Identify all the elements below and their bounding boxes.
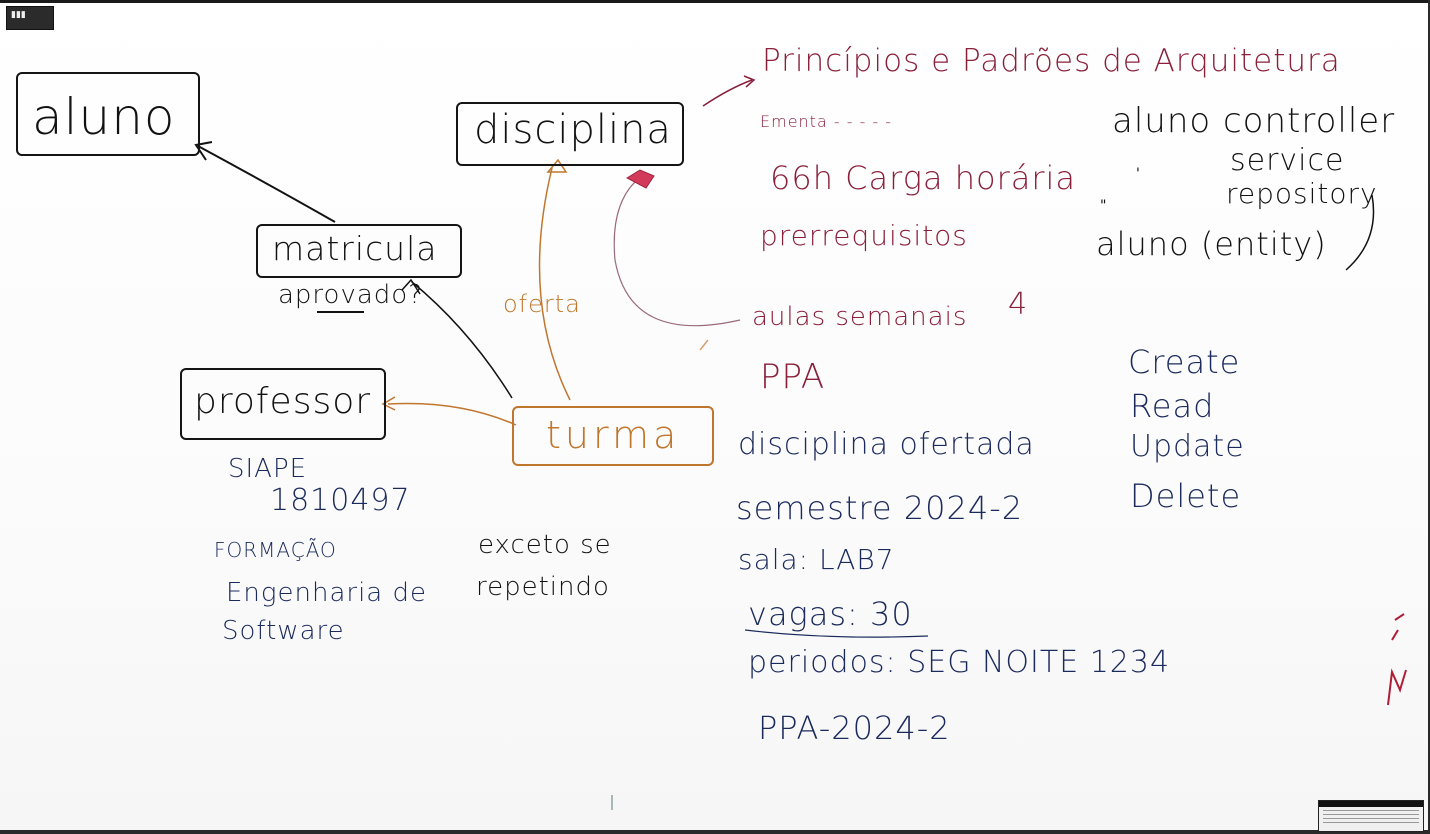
whiteboard-right-edge	[1428, 0, 1430, 834]
arrowhead-professor	[381, 396, 396, 411]
sala: sala: LAB7	[738, 543, 895, 576]
siape-label: SIAPE	[228, 454, 308, 484]
arrow-matricula-to-aluno	[197, 145, 336, 223]
crud-delete: Delete	[1130, 477, 1242, 515]
architecture-bracket	[1345, 194, 1375, 271]
corner-instruction-sticker	[1318, 800, 1424, 832]
arrow-turma-to-disciplina	[538, 167, 571, 401]
siape-number: 1810497	[270, 483, 411, 518]
crud-create: Create	[1128, 343, 1241, 381]
link-aulas-to-disciplina	[613, 179, 741, 327]
exceto-line1: exceto se	[478, 530, 612, 560]
aulas-semanais: aulas semanais	[752, 302, 968, 332]
formacao-label: FORMAÇÃO	[214, 538, 337, 562]
arrowhead-disciplina	[546, 158, 568, 173]
aulas-count: 4	[1008, 287, 1029, 322]
whiteboard-top-edge	[0, 0, 1430, 3]
prerequisitos: prerrequisitos	[760, 219, 968, 252]
arrow-turma-to-matricula	[411, 281, 513, 399]
formacao-line1: Engenharia de	[226, 578, 428, 608]
corner-sticker-logo: ▮▮▮	[6, 6, 54, 30]
entity-matricula-box	[256, 224, 462, 278]
arrowhead-matricula	[401, 278, 421, 295]
svg-text:': '	[1136, 166, 1140, 182]
crud-read: Read	[1130, 387, 1215, 425]
arrowhead-disciplina-maroon	[625, 169, 655, 189]
arrow-turma-to-professor	[387, 402, 517, 426]
red-mark	[1387, 668, 1407, 706]
entity-turma-label: turma	[546, 413, 681, 457]
arch-controller: aluno controller	[1112, 101, 1396, 141]
exceto-line2: repetindo	[476, 572, 610, 602]
ementa-label: Ementa - - - - -	[760, 112, 893, 131]
turma-code: PPA-2024-2	[758, 709, 951, 747]
oferta-label: oferta	[503, 290, 581, 318]
carga-horaria: 66h Carga horária	[770, 159, 1076, 197]
entity-professor-box	[180, 368, 386, 440]
vagas-underline	[744, 629, 929, 638]
entity-professor-label: professor	[194, 381, 372, 422]
entity-matricula-label: matricula	[272, 229, 438, 268]
svg-text:": "	[1100, 198, 1106, 214]
entity-aluno-label: aluno	[32, 88, 176, 146]
entity-aluno-box	[16, 72, 200, 156]
discipline-code: PPA	[760, 357, 826, 397]
arch-repository: repository	[1226, 177, 1378, 210]
arch-service: service	[1230, 143, 1345, 178]
arch-entity: aluno (entity)	[1096, 225, 1327, 263]
semestre: semestre 2024-2	[736, 489, 1024, 527]
oferta-title: disciplina ofertada	[738, 427, 1035, 462]
discipline-title: Princípios e Padrões de Arquitetura	[762, 43, 1341, 79]
periodos: periodos: SEG NOITE 1234	[748, 645, 1171, 680]
vagas: vagas: 30	[748, 595, 913, 633]
title-pointer-arrow	[702, 79, 753, 107]
aprovado-label: aprovado?	[278, 280, 423, 310]
entity-disciplina-label: disciplina	[474, 107, 672, 153]
whiteboard-bottom-edge	[0, 830, 1430, 834]
formacao-line2: Software	[222, 616, 345, 646]
entity-disciplina-box	[456, 102, 684, 166]
arrowhead-aluno	[194, 141, 213, 161]
entity-turma-box	[512, 406, 714, 466]
crud-update: Update	[1130, 429, 1245, 464]
